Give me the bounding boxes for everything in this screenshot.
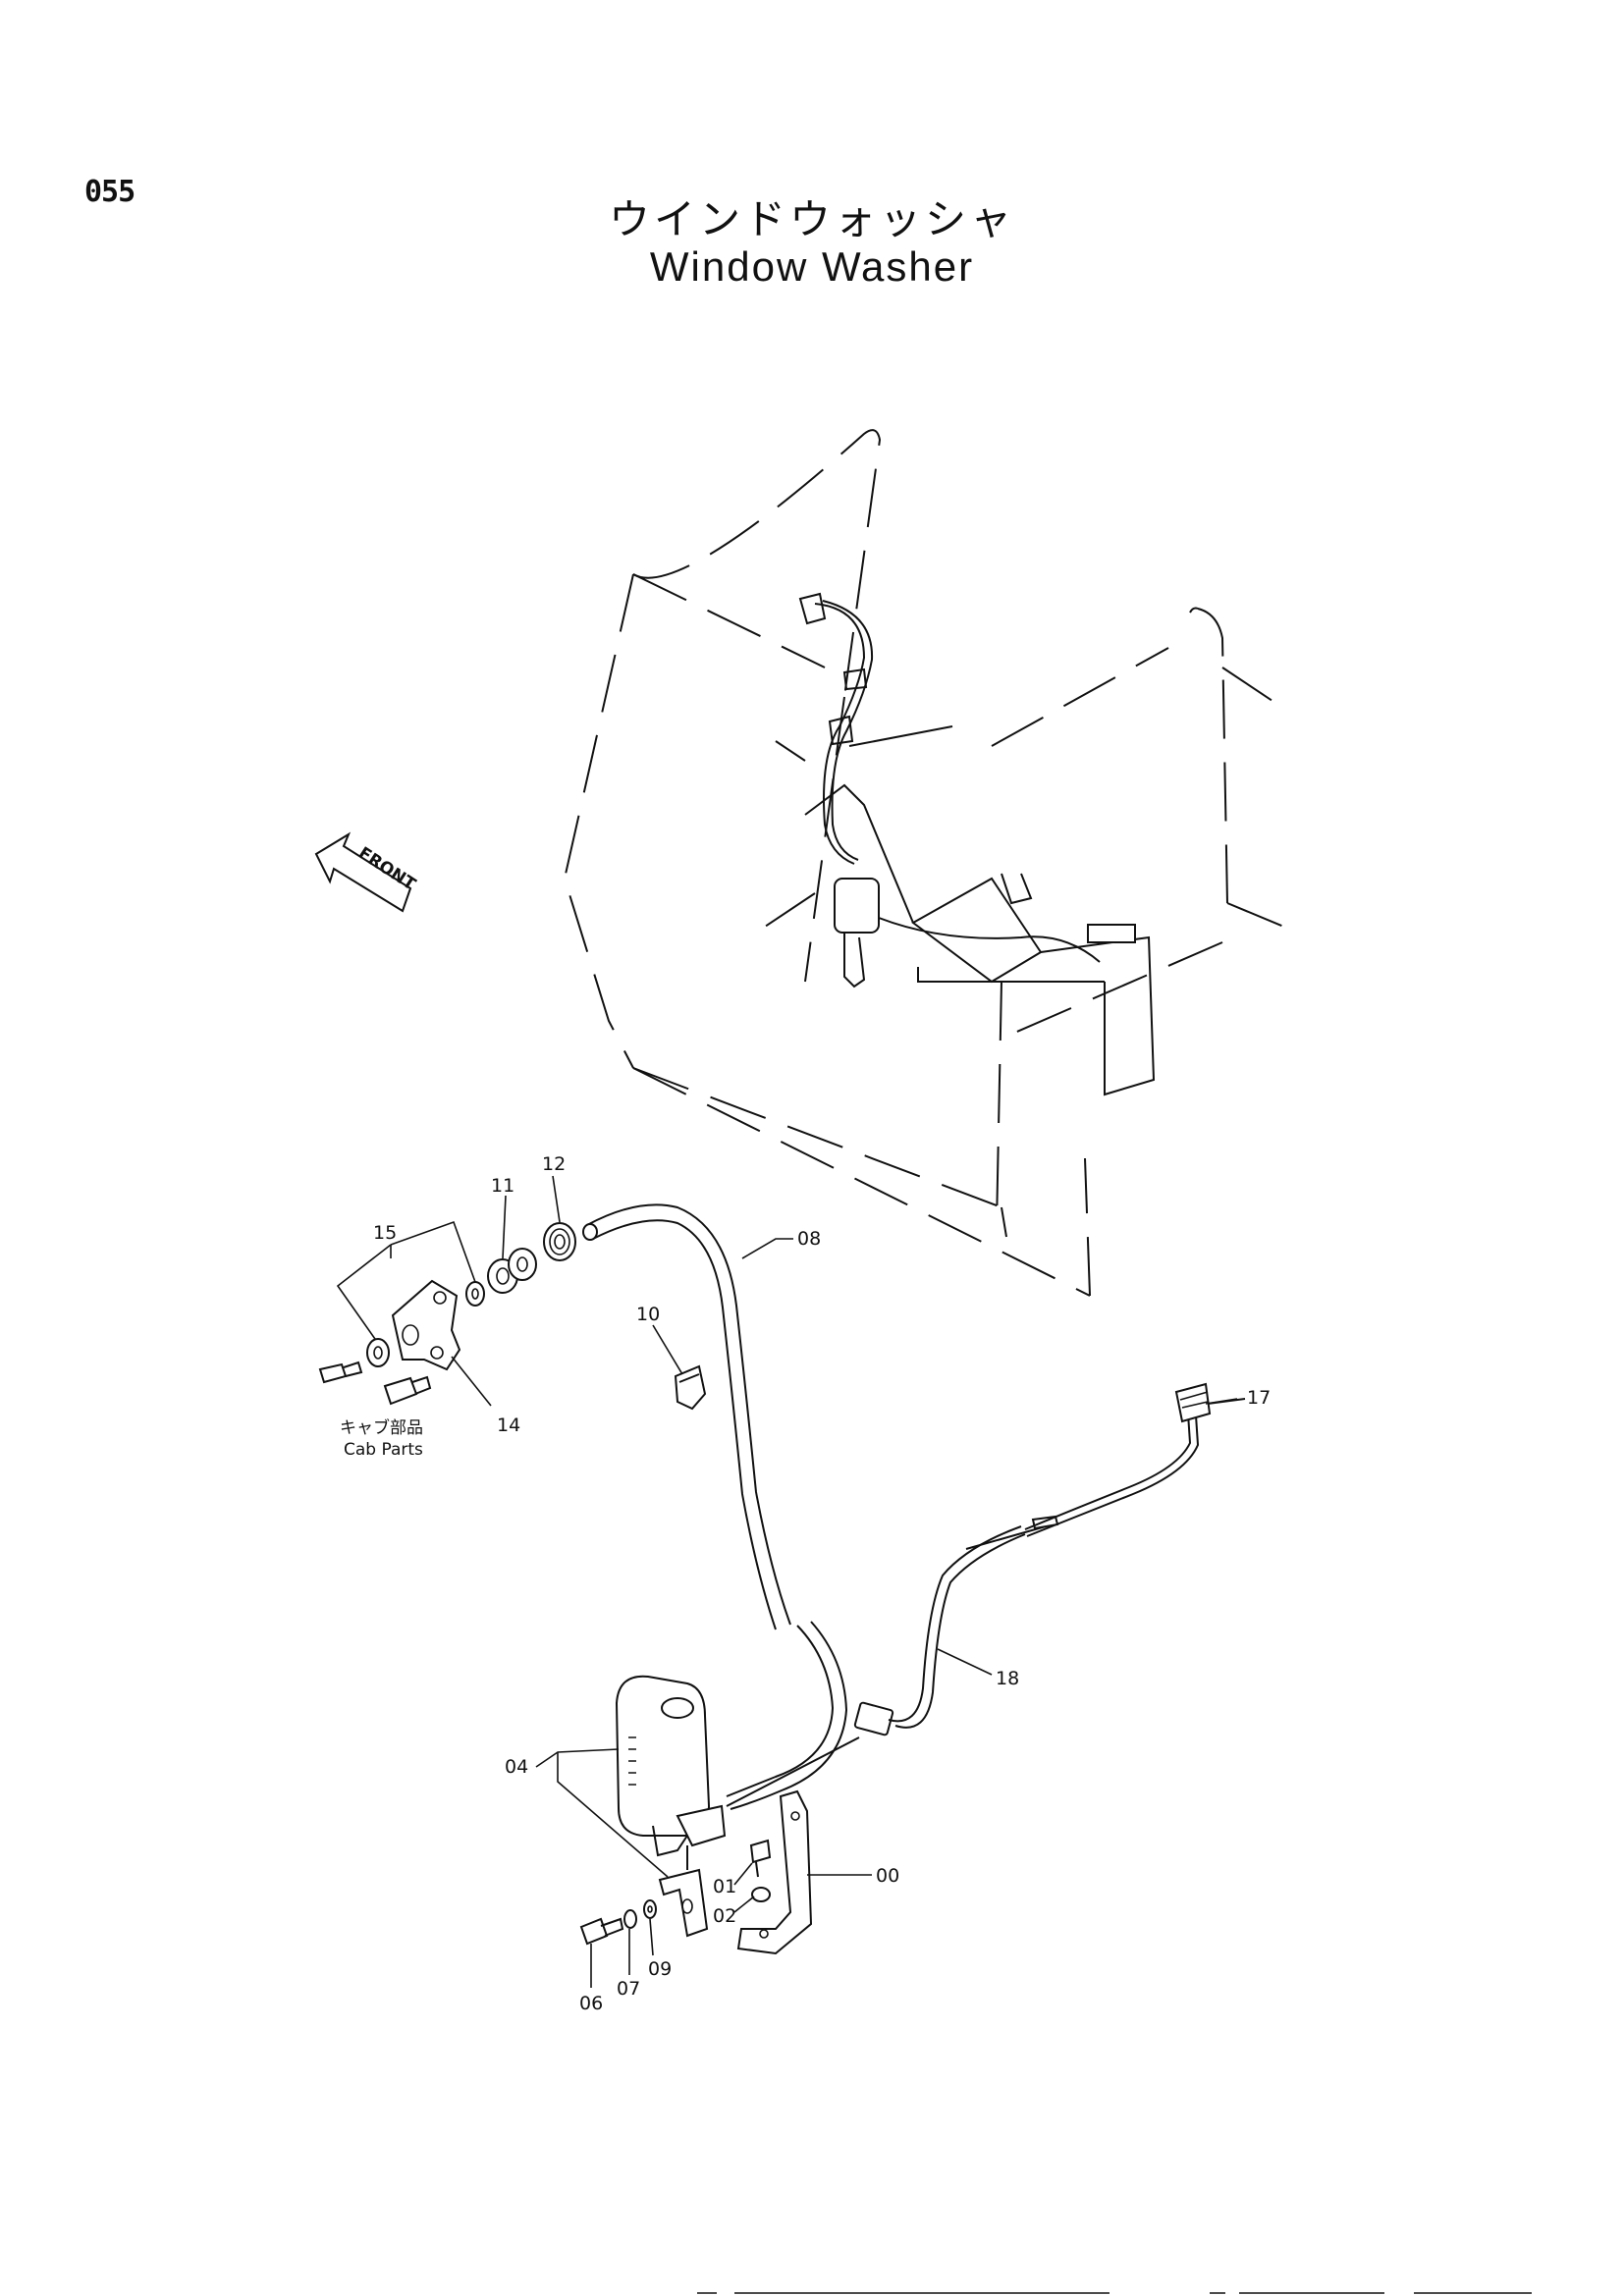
callout-06: 06 — [579, 1993, 603, 2014]
cab-parts-group — [318, 1222, 576, 1406]
callout-17: 17 — [1247, 1387, 1271, 1409]
callout-02: 02 — [713, 1905, 736, 1927]
callout-00: 00 — [876, 1865, 899, 1887]
cab-parts-note: キャブ部品 Cab Parts — [340, 1417, 423, 1460]
callout-18: 18 — [996, 1668, 1019, 1689]
callout-04: 04 — [505, 1756, 528, 1778]
callout-08: 09 — [648, 1958, 672, 1980]
leader-lines — [336, 1175, 1238, 1988]
cab-outline — [563, 429, 1287, 1297]
callout-15: 15 — [373, 1222, 397, 1244]
page-number: 055 — [84, 175, 135, 209]
title-english: Window Washer — [649, 243, 975, 290]
harness-18 — [726, 1413, 1200, 1807]
callout-11: 11 — [491, 1175, 514, 1197]
installed-assembly — [798, 592, 1156, 1096]
washer-tank-04 — [615, 1675, 727, 1938]
hardware-06-07-08 — [579, 1899, 657, 1946]
callout-14: 14 — [497, 1415, 520, 1436]
bracket-00 — [736, 1789, 813, 1955]
callout-07: 07 — [617, 1978, 640, 2000]
callout-09: 08 — [797, 1228, 821, 1250]
hose-clip-10 — [674, 1364, 707, 1411]
note-japanese: キャブ部品 — [340, 1417, 423, 1438]
callout-12: 12 — [542, 1153, 566, 1175]
callout-01: 01 — [713, 1876, 736, 1897]
callouts: 08 10 11 12 15 14 17 18 04 00 01 02 06 0… — [373, 1153, 1271, 2014]
hose-09 — [582, 1203, 848, 1810]
front-arrow: FRONT — [314, 831, 419, 913]
note-english: Cab Parts — [344, 1440, 423, 1460]
callout-10: 10 — [636, 1304, 660, 1325]
title-japanese: ウインドウォッシャ — [608, 195, 1015, 243]
